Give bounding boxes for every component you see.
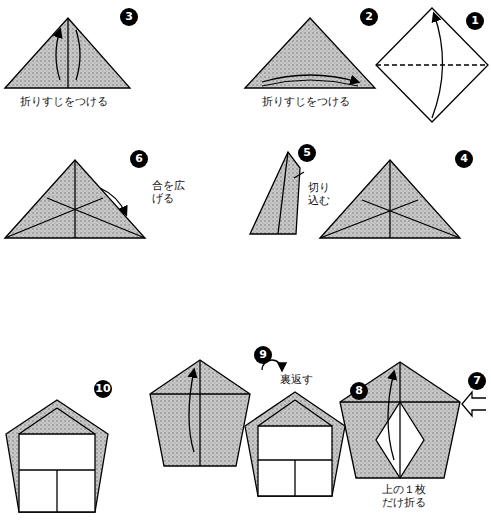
instruction-note: 合を広げる: [152, 180, 188, 205]
instruction-note: 折りすじをつける: [262, 96, 350, 109]
step-number: 4: [455, 150, 473, 168]
step-number: 1: [466, 12, 484, 30]
step-number: 5: [298, 144, 316, 162]
step-number: 8: [350, 382, 368, 400]
step-number: 9: [254, 346, 272, 364]
step-number: 3: [120, 8, 138, 26]
step-number: 7: [468, 372, 486, 390]
instruction-note: 上の１枚だけ折る: [382, 484, 432, 509]
instruction-note: 切り込む: [308, 182, 334, 207]
instruction-note: 裏返す: [280, 374, 313, 387]
step-number: 6: [130, 150, 148, 168]
instruction-note: 折りすじをつける: [20, 96, 108, 109]
step-number: 2: [360, 8, 378, 26]
step-number: 10: [94, 380, 112, 398]
